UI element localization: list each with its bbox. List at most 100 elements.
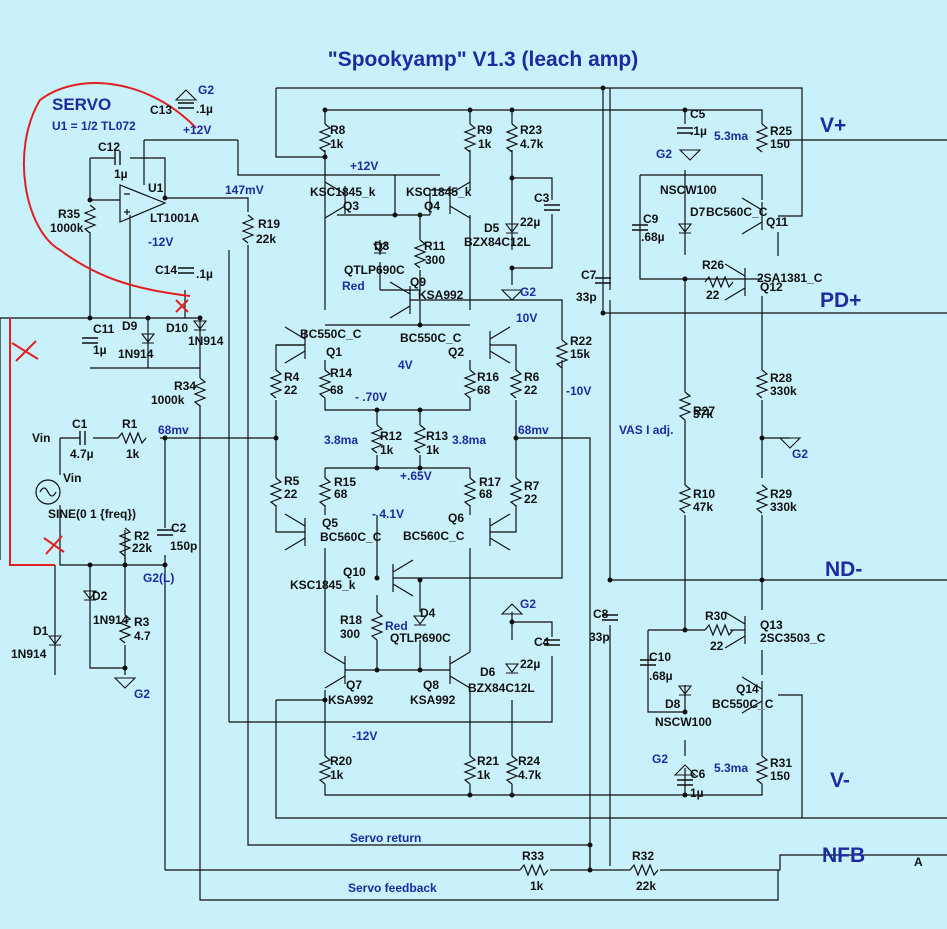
resistor-symbol bbox=[629, 863, 659, 877]
capacitor-symbol bbox=[602, 614, 618, 621]
part-q1-value: Q1 bbox=[326, 345, 342, 359]
resistor-symbol bbox=[370, 611, 384, 641]
part-c7-value: 33p bbox=[576, 290, 597, 304]
part-r12-designator: R12 bbox=[380, 429, 402, 443]
resistor-symbol bbox=[463, 477, 477, 507]
part-c2-value: 150p bbox=[170, 539, 197, 553]
resistor-symbol bbox=[269, 477, 283, 507]
capacitor-symbol bbox=[640, 659, 656, 666]
rail-a-mark: A bbox=[914, 855, 923, 869]
part-q3-designator: KSC1845_k bbox=[310, 185, 376, 199]
part-d2-value: 1N914 bbox=[93, 613, 129, 627]
part-c10-designator: C10 bbox=[649, 650, 671, 664]
net-vin: Vin bbox=[32, 431, 50, 445]
part-q13-value: 2SC3503_C bbox=[760, 631, 826, 645]
rail-vplus: V+ bbox=[820, 114, 846, 137]
part-r19-value: 22k bbox=[256, 232, 276, 246]
rail-nfb: NFB bbox=[822, 844, 865, 867]
part-r15-value: 68 bbox=[334, 487, 348, 501]
v-m41: - 4.1V bbox=[372, 507, 404, 521]
transistors bbox=[284, 181, 763, 714]
part-r22-designator: R22 bbox=[570, 334, 592, 348]
ground-symbol bbox=[174, 89, 198, 101]
part-r27-value: 37k bbox=[693, 407, 713, 421]
red-annotations bbox=[9, 82, 197, 566]
v-68mv-b: 68mv bbox=[518, 423, 549, 437]
resistor-symbol bbox=[704, 275, 734, 289]
resistor-symbol bbox=[704, 623, 734, 637]
part-r30-designator: R30 bbox=[705, 609, 727, 623]
part-q12-value: Q12 bbox=[760, 280, 783, 294]
part-c2-designator: C2 bbox=[171, 521, 187, 535]
resistor-symbol bbox=[555, 339, 569, 369]
part-r32-designator: R32 bbox=[632, 849, 654, 863]
part-q5-designator: Q5 bbox=[322, 516, 338, 530]
transistor-symbol bbox=[284, 513, 306, 551]
part-q6-designator: Q6 bbox=[448, 511, 464, 525]
v-m70: - .70V bbox=[355, 390, 387, 404]
part-q13-designator: Q13 bbox=[760, 618, 783, 632]
resistor-symbol bbox=[505, 123, 519, 153]
part-r21-designator: R21 bbox=[477, 754, 499, 768]
resistor-symbol bbox=[193, 377, 207, 407]
diode-symbol bbox=[140, 333, 156, 344]
part-q11-value: Q11 bbox=[766, 215, 788, 229]
transistor-symbol bbox=[324, 181, 346, 219]
resistor-symbol bbox=[413, 424, 427, 454]
transistor-symbol bbox=[389, 281, 411, 319]
part-vsrc-value: SINE(0 1 {freq}) bbox=[48, 507, 136, 521]
capacitor-symbol bbox=[677, 127, 693, 134]
resistor-symbol bbox=[505, 755, 519, 785]
part-r14-value: 68 bbox=[330, 383, 344, 397]
part-c7-designator: C7 bbox=[581, 268, 597, 282]
part-r2-designator: R2 bbox=[134, 529, 150, 543]
part-r1-value: 1k bbox=[126, 447, 140, 461]
part-c12-designator: C12 bbox=[98, 140, 120, 154]
part-q5-value: BC560C_C bbox=[320, 530, 382, 544]
part-d8-designator: D8 bbox=[665, 697, 681, 711]
part-c4-value: 22µ bbox=[520, 657, 540, 671]
part-r3-value: 4.7 bbox=[134, 629, 151, 643]
capacitor-symbol bbox=[178, 102, 194, 109]
resistor-symbol bbox=[413, 239, 427, 269]
part-r17-value: 68 bbox=[479, 487, 493, 501]
part-c12-value: 1µ bbox=[114, 167, 128, 181]
part-r18-value: 300 bbox=[340, 627, 360, 641]
part-r29-designator: R29 bbox=[770, 487, 792, 501]
resistor-symbol bbox=[370, 424, 384, 454]
part-c11-value: 1µ bbox=[93, 343, 107, 357]
net-g2: G2 bbox=[198, 83, 214, 97]
part-r26-designator: R26 bbox=[702, 258, 724, 272]
part-vsrc-designator: Vin bbox=[63, 471, 81, 485]
part-r11-designator: R11 bbox=[424, 239, 446, 253]
part-r8-value: 1k bbox=[330, 137, 344, 151]
rail-vminus: V- bbox=[830, 769, 850, 792]
i-53ma-b: 5.3ma bbox=[714, 761, 748, 775]
part-d7-value: NSCW100 bbox=[660, 183, 717, 197]
resistor-symbol bbox=[83, 204, 97, 234]
part-q10-designator: Q10 bbox=[343, 565, 366, 579]
part-r19-designator: R19 bbox=[258, 217, 280, 231]
part-r3-designator: R3 bbox=[134, 615, 150, 629]
part-r13-value: 1k bbox=[426, 443, 440, 457]
part-c9-value: .68µ bbox=[641, 230, 665, 244]
v-68mv-a: 68mv bbox=[158, 423, 189, 437]
part-r24-designator: R24 bbox=[518, 754, 540, 768]
part-r22-value: 15k bbox=[570, 347, 590, 361]
part-d4-designator: D4 bbox=[420, 606, 436, 620]
diode-symbol bbox=[192, 320, 208, 331]
part-r31-designator: R31 bbox=[770, 756, 792, 770]
led-symbol bbox=[372, 243, 388, 254]
part-d3-designator: D3 bbox=[374, 239, 390, 253]
capacitor-symbol bbox=[82, 337, 98, 344]
part-c3-designator: C3 bbox=[534, 191, 550, 205]
sine-source-icon bbox=[35, 479, 61, 505]
servo-subtitle: U1 = 1/2 TL072 bbox=[52, 119, 136, 133]
ground-symbol bbox=[778, 437, 802, 449]
part-d9-value: 1N914 bbox=[118, 347, 154, 361]
part-r9-value: 1k bbox=[478, 137, 492, 151]
part-r15-designator: R15 bbox=[334, 475, 356, 489]
transistor-symbol bbox=[489, 326, 511, 364]
part-q4-designator: KSC1845_k bbox=[406, 185, 472, 199]
